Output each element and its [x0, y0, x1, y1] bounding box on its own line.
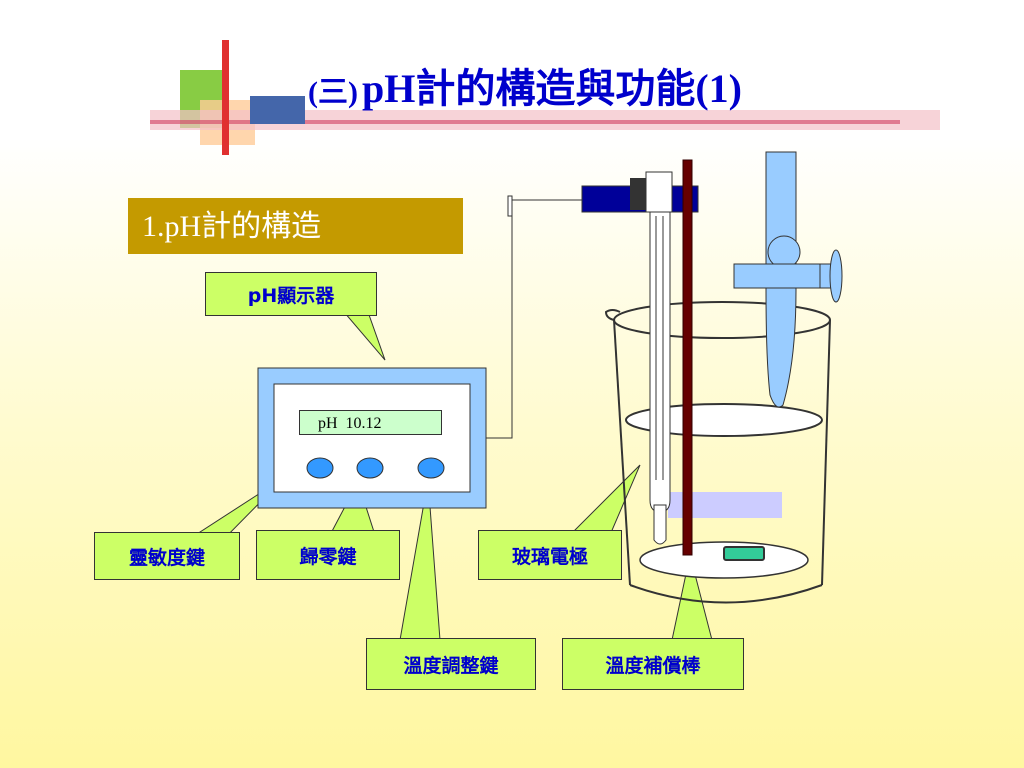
stopcock-cap: [829, 249, 843, 303]
stopcock-ball: [767, 235, 801, 269]
sensitivity-key-label: 靈敏度鍵: [94, 532, 240, 580]
holder-screw: [630, 178, 648, 210]
title-prefix: (三): [308, 76, 358, 109]
temp-comp-rod-label: 溫度補償棒: [562, 638, 744, 690]
ph-display-label: pH顯示器: [205, 272, 377, 316]
beaker-rim: [613, 301, 831, 339]
blue-square: [250, 96, 305, 124]
temp-adjust-key-label: 溫度調整鍵: [366, 638, 536, 690]
display-callout-pointer: [342, 311, 386, 361]
beaker-left-wall: [613, 319, 631, 586]
beaker-spout: [604, 309, 621, 321]
glass-electrode-label: 玻璃電極: [478, 530, 622, 580]
section-heading: 1.pH計的構造: [128, 198, 463, 254]
electrode-cable: [486, 199, 582, 439]
electrode-cap: [645, 171, 673, 213]
stir-bar: [723, 546, 765, 561]
glass-bulb: [653, 504, 667, 545]
zero-button: [356, 457, 384, 479]
solution-surface: [625, 403, 823, 437]
temperature-compensation-rod: [682, 159, 693, 556]
ph-reading-display: pH 10.12: [299, 410, 442, 435]
glass-electrode-body: [649, 211, 671, 513]
temp-adjust-button: [417, 457, 445, 479]
beaker-right-wall: [821, 319, 831, 586]
sensitivity-button: [306, 457, 334, 479]
beaker-bottom: [629, 584, 823, 604]
title-underline: [150, 120, 900, 124]
glass-electrode-callout-pointer: [568, 464, 641, 536]
stopcock-handle: [733, 263, 823, 289]
title-text: pH計的構造與功能(1): [361, 66, 742, 111]
red-vertical-bar: [222, 40, 229, 155]
zero-key-label: 歸零鍵: [256, 530, 400, 580]
cable-clip: [507, 195, 513, 217]
page-title: (三) pH計的構造與功能(1): [308, 56, 742, 114]
